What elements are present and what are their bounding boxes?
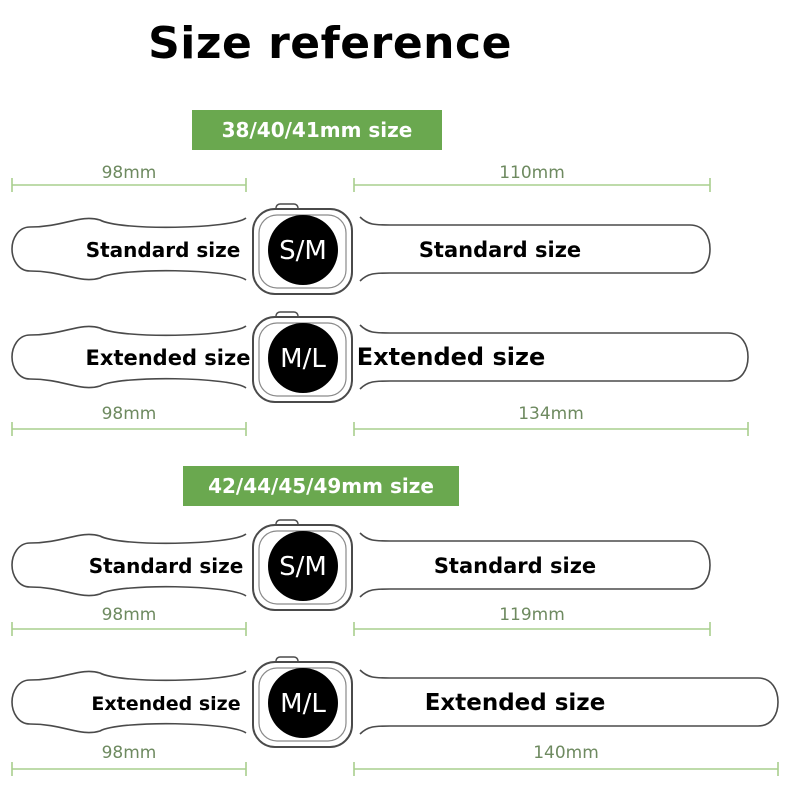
watch-face xyxy=(268,323,338,393)
left-strap-label: Standard size xyxy=(86,238,241,262)
right-strap-label: Standard size xyxy=(434,554,596,578)
watch-case-inner xyxy=(258,322,347,397)
band-right-strap xyxy=(359,324,749,390)
band-left-strap xyxy=(11,217,247,281)
watch-case-inner xyxy=(258,530,347,605)
watch-face-size: M/L xyxy=(280,689,326,719)
right-dimension-length: 140mm xyxy=(533,743,599,763)
left-dimension-length: 98mm xyxy=(102,404,157,424)
band-left-strap xyxy=(11,325,247,389)
band-row: M/L Extended size Extended size xyxy=(11,311,749,403)
watch-face-size: M/L xyxy=(280,344,326,374)
band-right-strap xyxy=(359,669,779,735)
right-strap-label: Extended size xyxy=(425,690,606,716)
band-right-strap xyxy=(359,216,711,282)
band-row: M/L Extended size Extended size xyxy=(11,656,779,748)
left-dimension-length: 98mm xyxy=(102,605,157,625)
watch-face-size: S/M xyxy=(279,236,327,266)
dimension-row: 98mm 134mm xyxy=(11,404,749,436)
watch-case-inner xyxy=(258,214,347,289)
right-dimension-length: 134mm xyxy=(518,404,584,424)
band-row: S/M Standard size Standard size xyxy=(11,203,711,295)
watch-face xyxy=(268,531,338,601)
watch-face xyxy=(268,668,338,738)
band-left-strap xyxy=(11,533,247,597)
watch-face xyxy=(268,215,338,285)
dimension-row: 98mm 119mm xyxy=(11,605,711,636)
left-strap-label: Extended size xyxy=(91,693,240,715)
left-dimension-length: 98mm xyxy=(102,743,157,763)
right-strap-label: Extended size xyxy=(357,343,545,371)
dimension-row: 98mm 140mm xyxy=(11,743,779,776)
page-title: Size reference xyxy=(148,18,512,69)
band-row: S/M Standard size Standard size xyxy=(11,519,711,611)
right-dimension-length: 119mm xyxy=(499,605,565,625)
band-left-strap xyxy=(11,670,247,734)
group-badge-small: 38/40/41mm size xyxy=(192,110,442,150)
left-strap-label: Standard size xyxy=(89,554,244,578)
watch-face-size: S/M xyxy=(279,552,327,582)
left-dimension-length: 98mm xyxy=(102,163,157,183)
group-badge-large: 42/44/45/49mm size xyxy=(183,466,459,506)
band-right-strap xyxy=(359,532,711,598)
right-dimension-length: 110mm xyxy=(499,163,565,183)
right-strap-label: Standard size xyxy=(419,238,581,262)
left-strap-label: Extended size xyxy=(86,346,251,370)
dimension-row: 98mm 110mm xyxy=(11,163,711,192)
dimensions-layer: 98mm 110mm 98mm 134mm 98mm 119mm 98mm 140mm xyxy=(11,163,779,776)
watch-case-inner xyxy=(258,667,347,742)
